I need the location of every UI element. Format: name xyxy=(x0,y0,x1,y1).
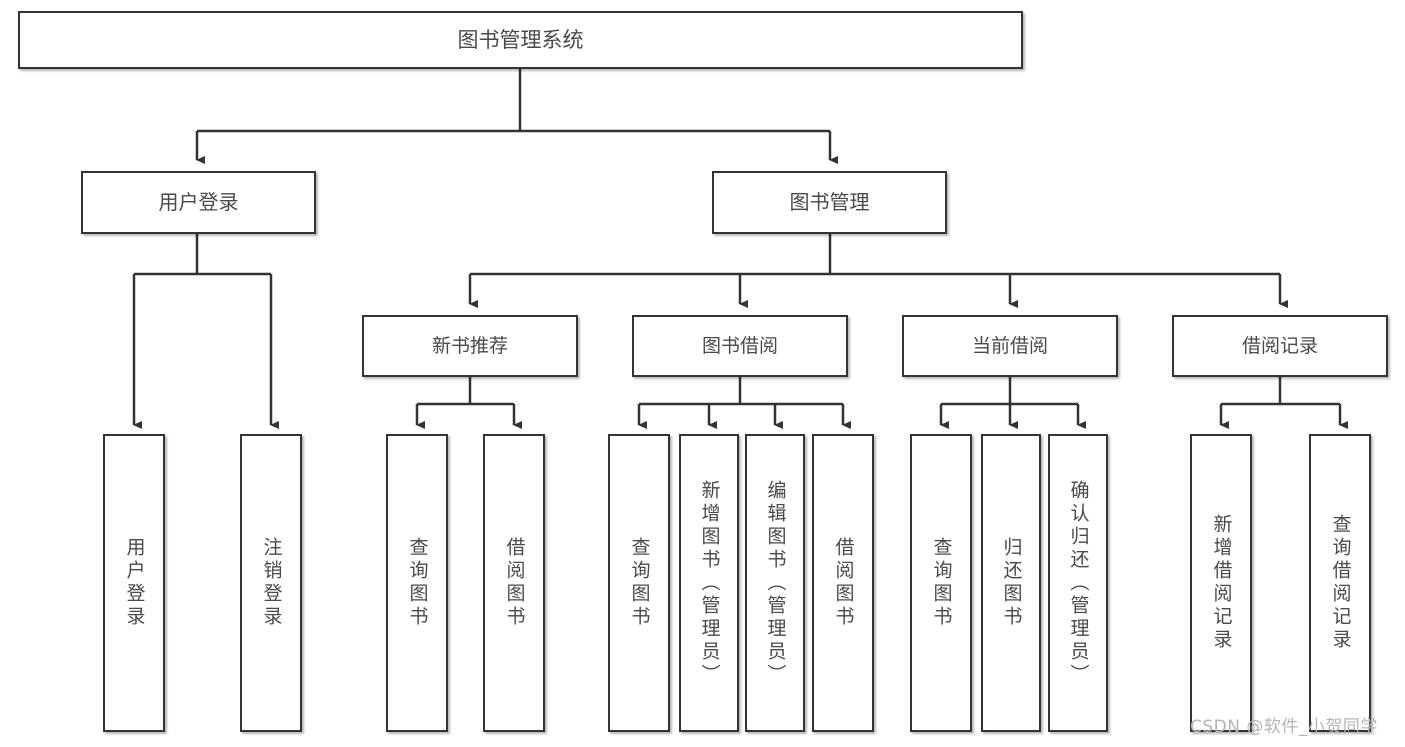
node-label: 图书管理系统 xyxy=(457,27,584,52)
node-label: 借阅图书 xyxy=(503,537,526,629)
node-label: 归还图书 xyxy=(1000,537,1023,629)
node-label: 查询图书 xyxy=(406,537,429,629)
node-book-borrow[interactable]: 图书借阅 xyxy=(632,315,848,377)
leaf-records-add-record[interactable]: 新增借阅记录 xyxy=(1190,434,1252,732)
leaf-recommend-borrow-book[interactable]: 借阅图书 xyxy=(483,434,545,732)
leaf-recommend-query-book[interactable]: 查询图书 xyxy=(386,434,448,732)
node-label: 查询借阅记录 xyxy=(1329,514,1352,652)
leaf-borrow-query-book[interactable]: 查询图书 xyxy=(608,434,670,732)
node-label: 用户登录 xyxy=(123,537,146,629)
node-book-management[interactable]: 图书管理 xyxy=(712,171,947,234)
leaf-user-logout[interactable]: 注销登录 xyxy=(240,434,302,732)
leaf-current-return-book[interactable]: 归还图书 xyxy=(981,434,1041,732)
leaf-current-query-book[interactable]: 查询图书 xyxy=(910,434,972,732)
node-label: 图书管理 xyxy=(789,189,870,214)
node-label: 借阅记录 xyxy=(1241,334,1318,357)
leaf-user-login[interactable]: 用户登录 xyxy=(103,434,165,732)
node-label: 查询图书 xyxy=(628,537,651,629)
node-label: 新增图书（管理员） xyxy=(698,479,721,687)
node-label: 新增借阅记录 xyxy=(1210,514,1233,652)
node-user-login[interactable]: 用户登录 xyxy=(81,171,316,234)
node-root-system[interactable]: 图书管理系统 xyxy=(18,11,1023,69)
node-label: 当前借阅 xyxy=(971,334,1048,357)
leaf-borrow-edit-book-admin[interactable]: 编辑图书（管理员） xyxy=(745,434,805,732)
leaf-borrow-borrow-book[interactable]: 借阅图书 xyxy=(812,434,874,732)
node-label: 用户登录 xyxy=(158,189,239,214)
node-current-borrow[interactable]: 当前借阅 xyxy=(902,315,1118,377)
leaf-records-query-record[interactable]: 查询借阅记录 xyxy=(1309,434,1371,732)
leaf-current-confirm-return-admin[interactable]: 确认归还（管理员） xyxy=(1048,434,1108,732)
node-label: 确认归还（管理员） xyxy=(1067,479,1090,687)
node-label: 注销登录 xyxy=(260,537,283,629)
leaf-borrow-add-book-admin[interactable]: 新增图书（管理员） xyxy=(679,434,739,732)
node-label: 查询图书 xyxy=(930,537,953,629)
node-new-book-recommend[interactable]: 新书推荐 xyxy=(362,315,578,377)
node-label: 编辑图书（管理员） xyxy=(764,479,787,687)
node-label: 借阅图书 xyxy=(832,537,855,629)
node-label: 图书借阅 xyxy=(701,334,778,357)
watermark: CSDN @软件_小贺同学 xyxy=(1190,717,1378,737)
node-label: 新书推荐 xyxy=(431,334,508,357)
node-borrow-records[interactable]: 借阅记录 xyxy=(1172,315,1388,377)
